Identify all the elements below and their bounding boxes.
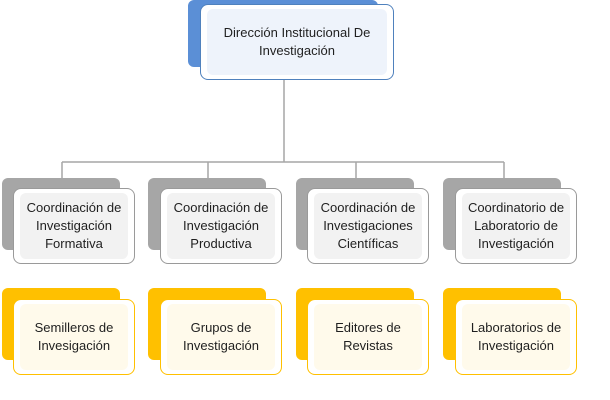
coordination-node-formativa[interactable]: Coordinación de Investigación Formativa — [13, 188, 135, 264]
child-label: Semilleros de Invesigación — [34, 320, 114, 353]
coordination-node-productiva[interactable]: Coordinación de Investigación Productiva — [160, 188, 282, 264]
coordination-label: Coordinación de Investigación Productiva — [173, 200, 269, 251]
root-node[interactable]: Dirección Institucional De Investigación — [200, 4, 394, 80]
coordination-node-cientificas[interactable]: Coordinación de Investigaciones Científi… — [307, 188, 429, 264]
child-label: Grupos de Investigación — [183, 320, 259, 353]
coordination-node-laboratorio[interactable]: Coordinatorio de Laboratorio de Investig… — [455, 188, 577, 264]
coordination-label: Coordinatorio de Laboratorio de Investig… — [467, 200, 565, 251]
root-node-label: Dirección Institucional De Investigación — [223, 25, 371, 58]
coordination-label: Coordinación de Investigaciones Científi… — [320, 200, 416, 251]
child-node-editores[interactable]: Editores de Revistas — [307, 299, 429, 375]
child-node-laboratorios[interactable]: Laboratorios de Investigación — [455, 299, 577, 375]
child-label: Laboratorios de Investigación — [470, 320, 562, 353]
child-node-semilleros[interactable]: Semilleros de Invesigación — [13, 299, 135, 375]
coordination-label: Coordinación de Investigación Formativa — [26, 200, 122, 251]
child-node-grupos[interactable]: Grupos de Investigación — [160, 299, 282, 375]
child-label: Editores de Revistas — [335, 320, 401, 353]
